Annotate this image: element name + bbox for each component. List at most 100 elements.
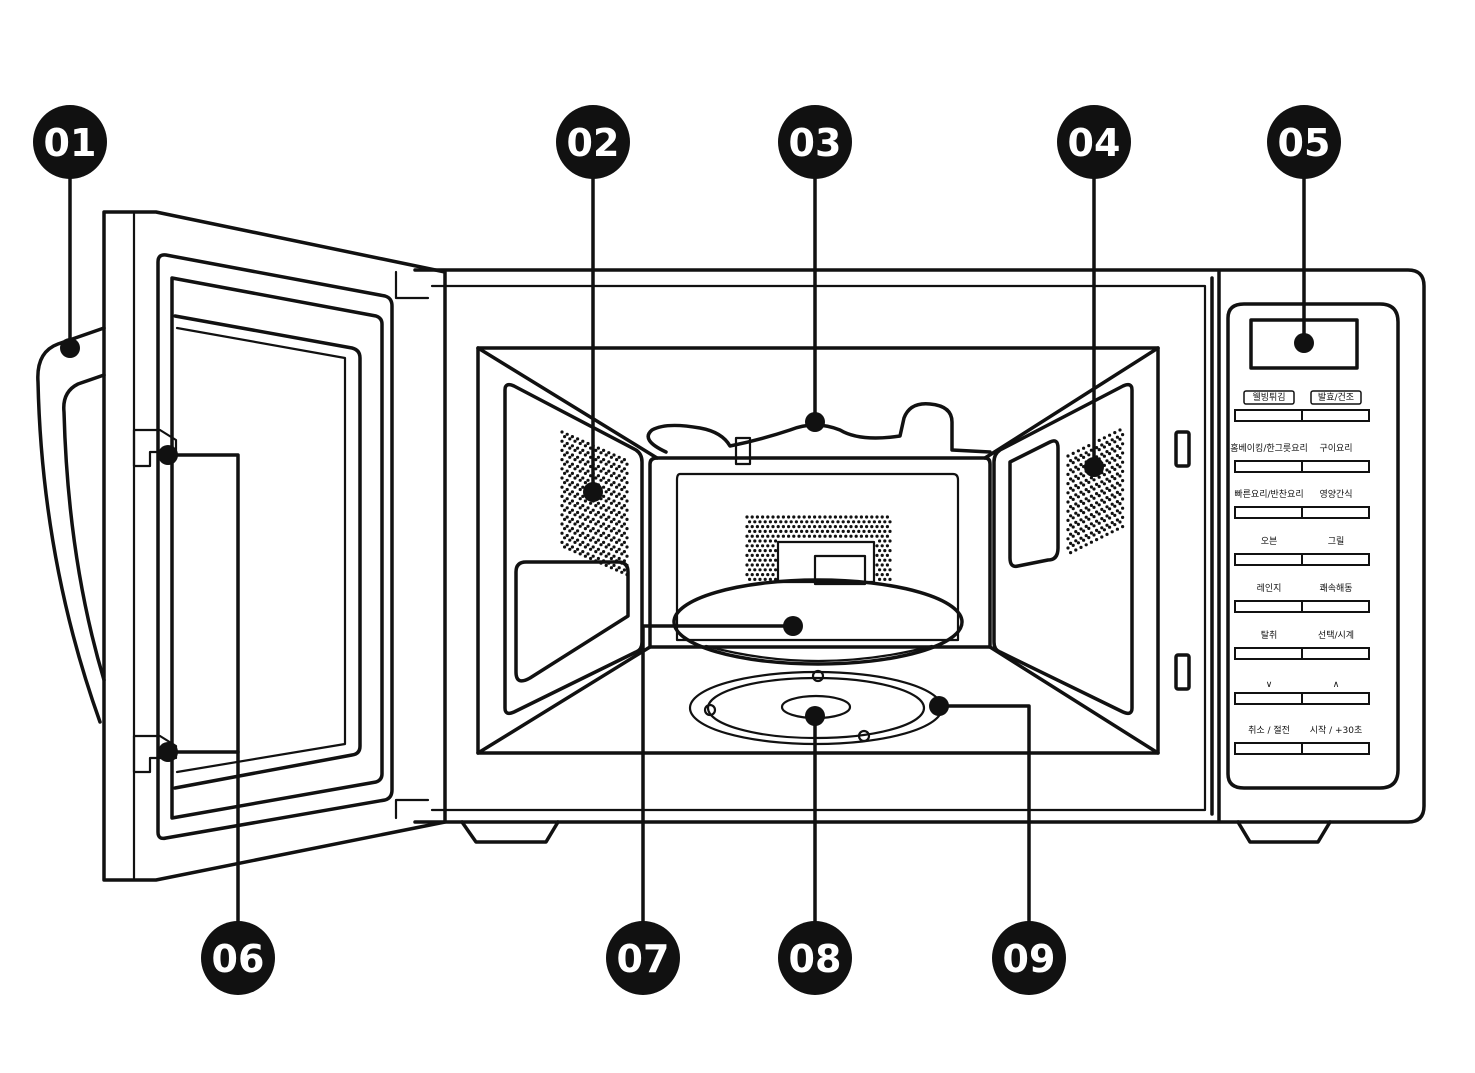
control-key[interactable]: 쾌속해동 — [1302, 583, 1369, 612]
vent-hole — [1121, 516, 1124, 519]
control-key-button[interactable] — [1302, 601, 1369, 612]
vent-hole — [1072, 507, 1075, 510]
control-key[interactable]: 취소 / 절전 — [1235, 724, 1302, 754]
control-key[interactable]: 탈취 — [1235, 630, 1302, 659]
vent-hole — [1121, 451, 1124, 454]
vent-hole — [568, 502, 571, 505]
vent-hole — [745, 535, 748, 538]
vent-hole — [1105, 468, 1108, 471]
control-key-button[interactable] — [1235, 461, 1302, 472]
vent-hole — [576, 437, 579, 440]
vent-hole — [888, 520, 891, 523]
vent-hole — [1079, 546, 1082, 549]
vent-hole — [1116, 491, 1119, 494]
control-key-button[interactable] — [1302, 648, 1369, 659]
vent-hole — [618, 557, 621, 560]
vent-hole — [847, 520, 850, 523]
vent-hole — [597, 465, 600, 468]
control-key[interactable]: 빠른요리/반찬요리 — [1234, 489, 1303, 518]
vent-hole — [623, 504, 626, 507]
control-key-button[interactable] — [1302, 410, 1369, 421]
vent-hole — [1100, 499, 1103, 502]
control-key[interactable]: 레인지 — [1235, 583, 1302, 612]
vent-hole — [784, 530, 787, 533]
control-key[interactable]: 발효/건조 — [1302, 391, 1369, 421]
control-key-button[interactable] — [1302, 743, 1369, 754]
vent-hole — [607, 479, 610, 482]
vent-hole — [584, 509, 587, 512]
vent-hole — [1116, 528, 1119, 531]
control-key-button[interactable] — [1235, 601, 1302, 612]
control-key-label: 시작 / +30초 — [1310, 725, 1363, 736]
vent-hole — [623, 476, 626, 479]
vent-hole — [602, 550, 605, 553]
control-key-button[interactable] — [1302, 461, 1369, 472]
vent-hole — [581, 467, 584, 470]
vent-hole — [771, 554, 774, 557]
vent-hole — [615, 522, 618, 525]
vent-hole — [1069, 523, 1072, 526]
vent-hole — [607, 497, 610, 500]
vent-hole — [787, 515, 790, 518]
vent-hole — [1095, 529, 1098, 532]
vent-hole — [579, 552, 582, 555]
vent-hole — [623, 458, 626, 461]
vent-hole — [560, 532, 563, 535]
control-key[interactable]: 홈베이킹/한그릇요리 — [1230, 442, 1308, 472]
control-key-button[interactable] — [1302, 507, 1369, 518]
vent-hole — [751, 554, 754, 557]
vent-hole — [878, 559, 881, 562]
vent-hole — [1108, 480, 1111, 483]
vent-hole — [594, 550, 597, 553]
control-key[interactable]: 구이요리 — [1302, 443, 1369, 472]
vent-hole — [584, 555, 587, 558]
vent-hole — [753, 549, 756, 552]
control-key[interactable]: 웰빙튀김 — [1235, 391, 1302, 421]
control-key-button[interactable] — [1235, 743, 1302, 754]
vent-hole — [584, 499, 587, 502]
vent-hole — [597, 456, 600, 459]
control-key-button[interactable] — [1235, 648, 1302, 659]
vent-hole — [888, 539, 891, 542]
vent-hole — [594, 522, 597, 525]
vent-hole — [808, 525, 811, 528]
vent-hole — [821, 520, 824, 523]
vent-hole — [1095, 510, 1098, 513]
control-key-button[interactable] — [1235, 554, 1302, 565]
control-key-button[interactable] — [1235, 507, 1302, 518]
vent-hole — [1103, 528, 1106, 531]
vent-hole — [625, 564, 628, 567]
vent-hole — [1103, 436, 1106, 439]
control-key[interactable]: 오븐 — [1235, 536, 1302, 565]
vent-hole — [594, 513, 597, 516]
vent-hole — [745, 573, 748, 576]
control-key-button[interactable] — [1302, 554, 1369, 565]
control-key[interactable]: 시작 / +30초 — [1302, 725, 1369, 754]
vent-hole — [615, 467, 618, 470]
control-key-button[interactable] — [1235, 693, 1302, 704]
control-key[interactable]: 선택/시계 — [1302, 629, 1369, 659]
vent-hole — [1092, 515, 1095, 518]
vent-hole — [1100, 443, 1103, 446]
vent-hole — [576, 474, 579, 477]
vent-hole — [849, 525, 852, 528]
vent-hole — [761, 535, 764, 538]
vent-hole — [1077, 504, 1080, 507]
vent-hole — [1092, 497, 1095, 500]
vent-hole — [597, 447, 600, 450]
vent-hole — [1090, 504, 1093, 507]
control-key[interactable]: ∧ — [1302, 680, 1369, 704]
control-key[interactable]: ∨ — [1235, 680, 1302, 704]
vent-hole — [1072, 461, 1075, 464]
vent-hole — [888, 530, 891, 533]
vent-hole — [1087, 453, 1090, 456]
vent-hole — [875, 544, 878, 547]
vent-hole — [834, 525, 837, 528]
control-key[interactable]: 그릴 — [1302, 536, 1369, 565]
vent-hole — [1082, 529, 1085, 532]
dot-08 — [805, 706, 825, 726]
vent-hole — [865, 515, 868, 518]
control-key-button[interactable] — [1235, 410, 1302, 421]
control-key[interactable]: 영양간식 — [1302, 489, 1369, 518]
control-key-button[interactable] — [1302, 693, 1369, 704]
